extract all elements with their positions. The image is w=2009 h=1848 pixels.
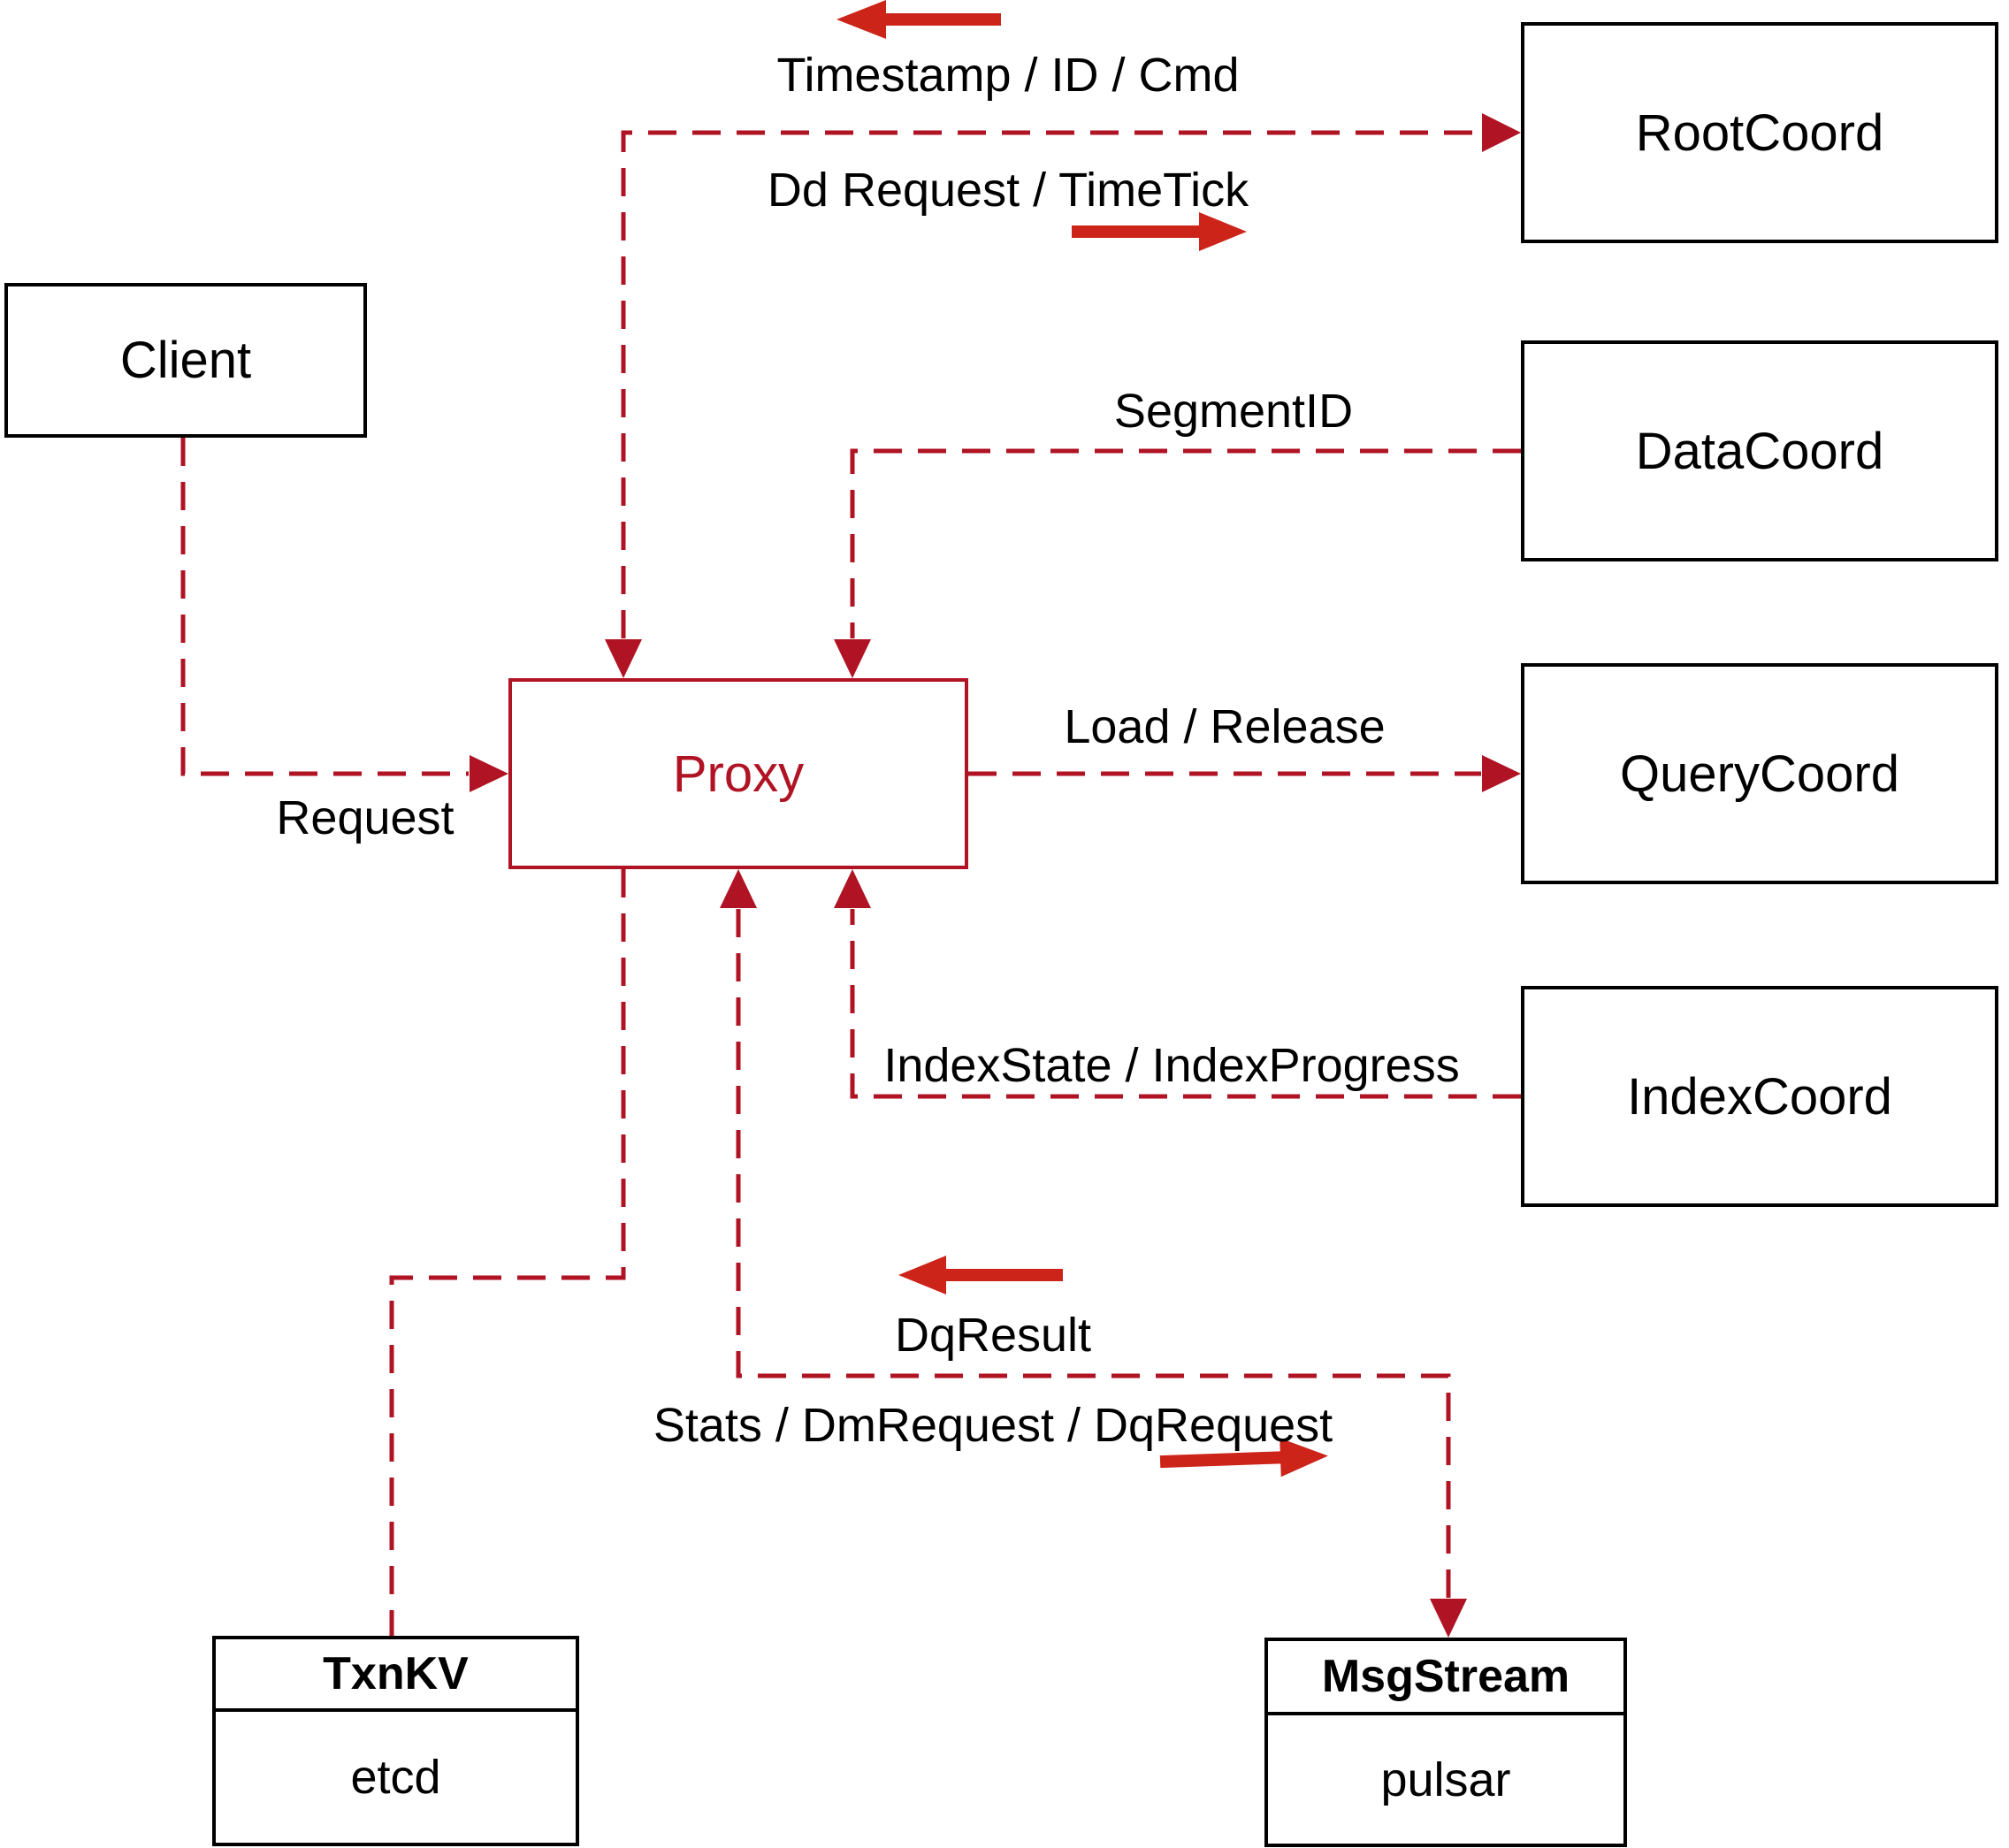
arrowhead-into-proxy-top-left-icon <box>605 639 642 678</box>
node-indexcoord-label: IndexCoord <box>1627 1067 1892 1126</box>
edge-label-timestamp: Timestamp / ID / Cmd <box>776 49 1240 102</box>
node-datacoord: DataCoord <box>1521 340 1998 561</box>
node-proxy-label: Proxy <box>672 745 805 803</box>
edge-label-request: Request <box>276 791 455 844</box>
arrowhead-into-proxy-left-icon <box>470 755 508 792</box>
node-msgstream-impl: pulsar <box>1380 1753 1511 1806</box>
node-txnkv-title: TxnKV <box>216 1639 576 1712</box>
node-txnkv: TxnKV etcd <box>212 1636 579 1846</box>
edge-indexcoord-proxy <box>850 909 1521 1099</box>
edge-client-proxy <box>180 438 469 776</box>
node-querycoord: QueryCoord <box>1521 663 1998 884</box>
arrowhead-into-proxy-bottom-middle-icon <box>720 869 757 908</box>
edge-proxy-txnkv <box>389 869 626 1636</box>
arrow-right-ddrequest-icon <box>1072 212 1247 251</box>
node-client: Client <box>4 283 367 438</box>
edge-proxy-msgstream <box>736 909 1451 1598</box>
edge-proxy-rootcoord <box>621 130 1482 638</box>
node-rootcoord: RootCoord <box>1521 22 1998 243</box>
node-datacoord-label: DataCoord <box>1635 422 1884 480</box>
node-msgstream-title: MsgStream <box>1268 1641 1623 1715</box>
node-msgstream: MsgStream pulsar <box>1264 1638 1627 1847</box>
arrow-right-stats-icon <box>1159 1438 1328 1478</box>
node-client-label: Client <box>119 332 252 389</box>
edge-label-dqresult: DqResult <box>894 1309 1092 1362</box>
edge-datacoord-proxy <box>850 448 1521 638</box>
arrowhead-into-querycoord-icon <box>1482 755 1521 792</box>
edge-label-indexstate: IndexState / IndexProgress <box>883 1039 1460 1092</box>
arrow-left-dqresult-icon <box>898 1256 1063 1294</box>
node-proxy: Proxy <box>508 678 968 869</box>
arrowhead-into-msgstream-icon <box>1430 1599 1467 1638</box>
node-querycoord-label: QueryCoord <box>1620 745 1899 803</box>
arrow-left-timestamp-icon <box>836 0 1001 39</box>
arrowhead-into-proxy-bottom-right-icon <box>834 869 871 908</box>
node-txnkv-impl: etcd <box>350 1751 441 1804</box>
arrowhead-into-rootcoord-icon <box>1482 113 1521 152</box>
arrowhead-into-proxy-top-right-icon <box>834 639 871 678</box>
node-indexcoord: IndexCoord <box>1521 986 1998 1207</box>
edge-label-stats: Stats / DmRequest / DqRequest <box>653 1399 1333 1452</box>
edge-label-segmentid: SegmentID <box>1113 385 1354 438</box>
edge-label-ddrequest: Dd Request / TimeTick <box>767 164 1249 217</box>
edge-label-loadrelease: Load / Release <box>1064 700 1386 753</box>
node-rootcoord-label: RootCoord <box>1635 103 1884 162</box>
